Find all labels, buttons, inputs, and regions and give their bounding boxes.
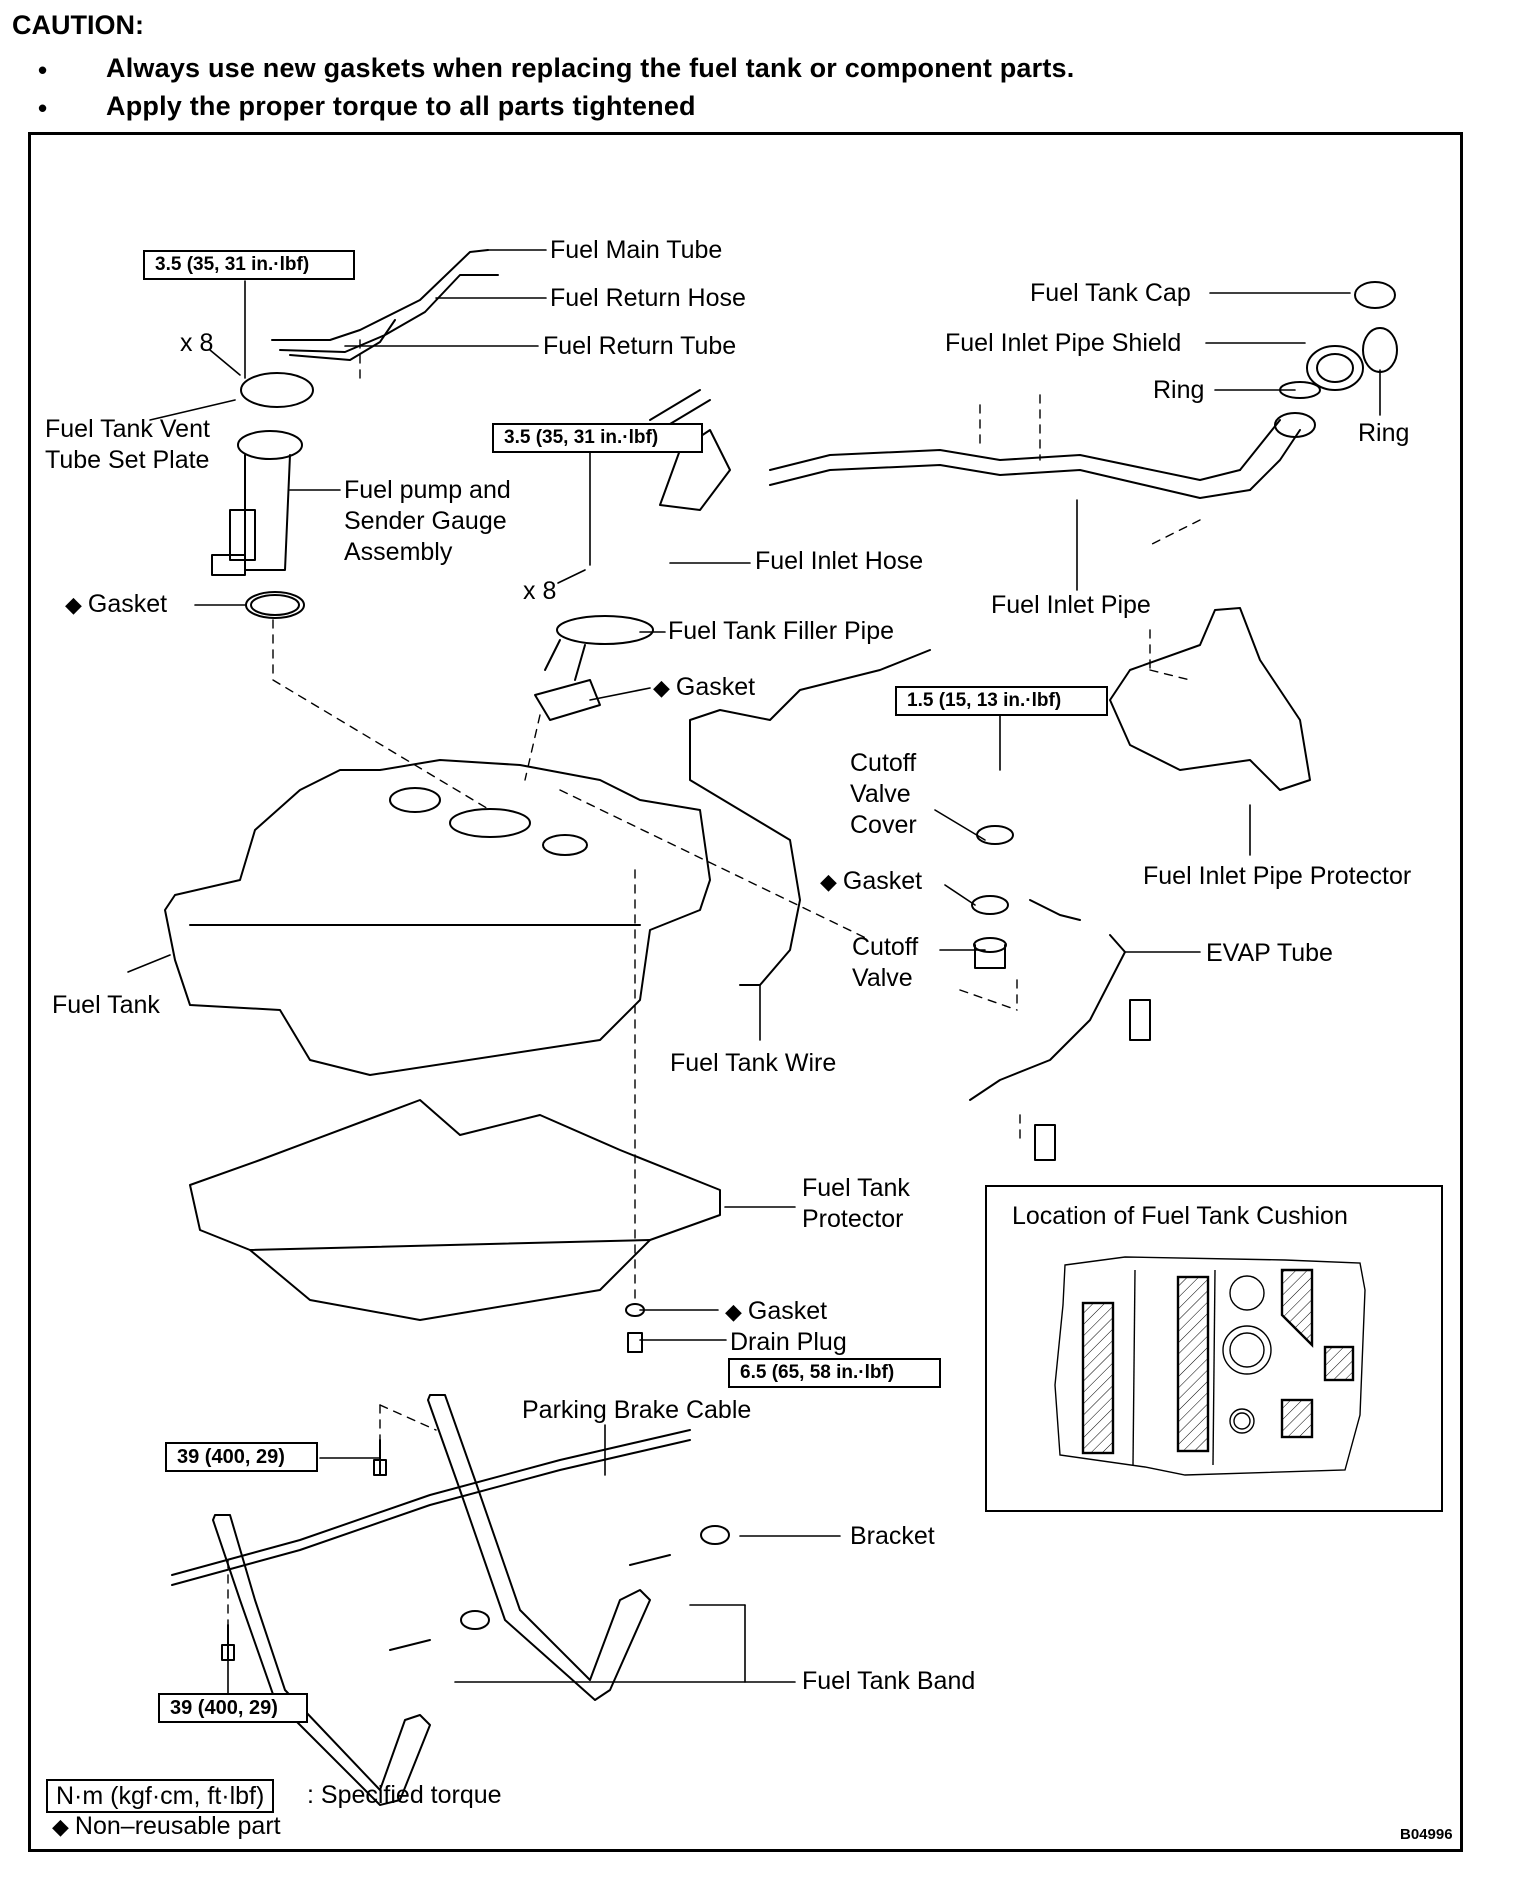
leader-lines (127, 249, 1381, 1694)
label-drain-plug: Drain Plug (730, 1328, 847, 1356)
label-fuel-return-tube: Fuel Return Tube (543, 332, 737, 360)
cushion-pad (1176, 1275, 1210, 1453)
label-line: Valve (852, 964, 913, 992)
label-vent-plate: Fuel Tank Vent Tube Set Plate (45, 414, 210, 476)
label-line: Cutoff (852, 933, 919, 961)
label-line: Valve (850, 780, 911, 808)
caution-item: Always use new gaskets when replacing th… (106, 53, 1075, 83)
label-parking-brake-cable: Parking Brake Cable (522, 1396, 752, 1424)
label-bracket: Bracket (850, 1522, 935, 1550)
cutoff-valve-parts (971, 825, 1014, 969)
cushion-pad (1280, 1268, 1314, 1348)
non-reusable-diamond-icon: ◆ (65, 592, 82, 617)
torque-spec-band-bolt-upper: 39 (400, 29) (165, 1442, 318, 1472)
figure-code: B04996 (1400, 1826, 1453, 1843)
label-line: Fuel Tank Vent (45, 415, 210, 443)
label-quantity: x 8 (523, 577, 557, 605)
cushion-location-drawing (1054, 1256, 1366, 1476)
diagram-frame (28, 132, 1463, 1852)
label-fuel-tank-band: Fuel Tank Band (802, 1667, 976, 1695)
label-line: Fuel pump and (344, 476, 511, 504)
torque-spec-band-bolt-lower: 39 (400, 29) (158, 1693, 308, 1723)
parking-brake-cable (171, 1429, 691, 1586)
torque-spec-vent-plate: 3.5 (35, 31 in.·lbf) (143, 250, 355, 280)
inlet-pipe-protector (1109, 607, 1311, 791)
caution-title: CAUTION: (12, 10, 144, 40)
label-fuel-pump-assembly: Fuel pump and Sender Gauge Assembly (344, 475, 511, 568)
label-text: Gasket (747, 1297, 828, 1325)
fuel-tank-bands (212, 1394, 651, 1806)
cushion-pad (1323, 1345, 1355, 1382)
legend-torque-units-box: N·m (kgf·cm, ft·lbf) (46, 1779, 275, 1813)
torque-spec-cutoff-cover: 1.5 (15, 13 in.·lbf) (895, 686, 1108, 716)
fuel-tank-cushion-inset (985, 1185, 1443, 1512)
torque-spec-drain-plug: 6.5 (65, 58 in.·lbf) (728, 1358, 941, 1388)
label-text: Gasket (87, 590, 168, 618)
label-quantity: x 8 (180, 329, 214, 357)
label-fuel-inlet-pipe: Fuel Inlet Pipe (991, 591, 1151, 619)
label-gasket-filler: ◆Gasket (653, 672, 755, 703)
caution-item: Apply the proper torque to all parts tig… (106, 91, 696, 121)
label-gasket-pump: ◆Gasket (65, 589, 167, 620)
fuel-tank-wire (689, 649, 931, 986)
label-line: Fuel Tank (802, 1174, 910, 1202)
bullet-icon: • (38, 55, 48, 85)
band-hardware (221, 1439, 730, 1661)
bullet-icon: • (38, 93, 48, 123)
non-reusable-diamond-icon: ◆ (653, 675, 670, 700)
label-cutoff-valve-cover: Cutoff Valve Cover (850, 748, 917, 841)
assembly-dash-lines (227, 339, 1201, 1626)
label-line: Cover (850, 811, 917, 839)
label-ring: Ring (1358, 419, 1410, 447)
label-line: Sender Gauge (344, 507, 507, 535)
label-line: Assembly (344, 538, 453, 566)
label-line: Protector (802, 1205, 904, 1233)
non-reusable-diamond-icon: ◆ (725, 1299, 742, 1324)
label-fuel-return-hose: Fuel Return Hose (550, 284, 746, 312)
cushion-pad (1081, 1301, 1115, 1455)
label-fuel-main-tube: Fuel Main Tube (550, 236, 723, 264)
label-fuel-tank-wire: Fuel Tank Wire (670, 1049, 837, 1077)
filler-pipe-assembly (534, 389, 731, 721)
label-fuel-tank: Fuel Tank (52, 991, 160, 1019)
label-text: Non–reusable part (74, 1812, 281, 1840)
label-fuel-tank-protector: Fuel Tank Protector (802, 1173, 910, 1235)
label-gasket-drain: ◆Gasket (725, 1296, 827, 1327)
fuel-inlet-pipe (769, 281, 1398, 499)
label-fuel-inlet-pipe-shield: Fuel Inlet Pipe Shield (945, 329, 1182, 357)
non-reusable-diamond-icon: ◆ (820, 869, 837, 894)
label-ring: Ring (1153, 376, 1205, 404)
evap-tube (969, 899, 1151, 1161)
label-fuel-inlet-hose: Fuel Inlet Hose (755, 547, 924, 575)
cushion-pad (1280, 1398, 1314, 1439)
label-line: Cutoff (850, 749, 917, 777)
legend-torque-meaning: : Specified torque (307, 1781, 502, 1809)
label-fuel-tank-filler-pipe: Fuel Tank Filler Pipe (668, 617, 895, 645)
label-gasket-cutoff: ◆Gasket (820, 866, 922, 897)
pump-assembly (211, 372, 314, 619)
label-line: Tube Set Plate (45, 446, 210, 474)
fuel-tank (164, 759, 711, 1076)
label-fuel-inlet-pipe-protector: Fuel Inlet Pipe Protector (1143, 862, 1412, 890)
non-reusable-diamond-icon: ◆ (52, 1814, 69, 1839)
inset-title: Location of Fuel Tank Cushion (1012, 1202, 1348, 1230)
fuel-tank-protector (189, 1099, 721, 1321)
label-evap-tube: EVAP Tube (1206, 939, 1333, 967)
torque-spec-filler-pipe: 3.5 (35, 31 in.·lbf) (492, 423, 703, 453)
fuel-tubes (271, 249, 499, 361)
label-cutoff-valve: Cutoff Valve (852, 932, 918, 994)
drain-plug-parts (625, 1303, 645, 1353)
label-text: Gasket (842, 867, 923, 895)
label-fuel-tank-cap: Fuel Tank Cap (1030, 279, 1191, 307)
legend-non-reusable: ◆Non–reusable part (52, 1811, 281, 1842)
label-text: Gasket (675, 673, 756, 701)
